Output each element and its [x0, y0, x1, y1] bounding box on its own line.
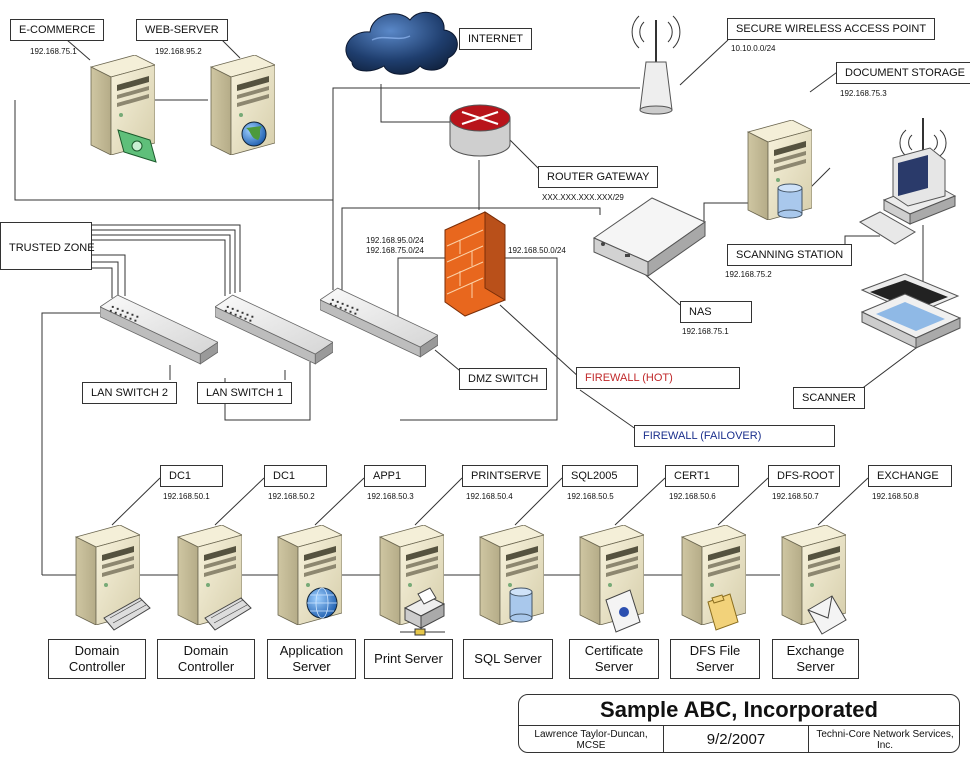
- internet-cloud-icon: [345, 11, 458, 75]
- router-ip: XXX.XXX.XXX.XXX/29: [542, 193, 624, 202]
- internet-label: INTERNET: [459, 28, 532, 50]
- keyboard-icon: [103, 597, 151, 631]
- dmz-net1-ip: 192.168.95.0/24: [366, 236, 424, 245]
- folder-icon: [707, 593, 739, 631]
- lan-switch-2-icon: [100, 294, 218, 365]
- firewall-icon: [444, 211, 506, 317]
- globe-icon: [306, 587, 338, 619]
- wap-ip: 10.10.0.0/24: [731, 44, 776, 53]
- ecommerce-label: E-COMMERCE: [10, 19, 105, 41]
- lan-net-ip: 192.168.50.0/24: [508, 246, 566, 255]
- date-cell: 9/2/2007: [664, 725, 809, 752]
- lan-switch-1-label: LAN SWITCH 1: [197, 382, 293, 404]
- server-5-name: SQL2005: [562, 465, 638, 487]
- server-5-ip: 192.168.50.5: [567, 492, 614, 501]
- globe-icon: [241, 121, 267, 147]
- database-icon: [777, 183, 803, 219]
- printer-icon: [400, 587, 446, 636]
- wap-label: SECURE WIRELESS ACCESS POINT: [727, 18, 936, 40]
- server-8-name: EXCHANGE: [868, 465, 952, 487]
- server-2-ip: 192.168.50.2: [268, 492, 315, 501]
- server-3-name: APP1: [364, 465, 426, 487]
- scanning-station-ip: 192.168.75.2: [725, 270, 772, 279]
- money-icon: [117, 129, 157, 163]
- server-2-name: DC1: [264, 465, 327, 487]
- webserver-ip: 192.168.95.2: [155, 47, 202, 56]
- keyboard-icon: [204, 597, 252, 631]
- lan-switch-2-label: LAN SWITCH 2: [82, 382, 178, 404]
- server-7-name: DFS-ROOT: [768, 465, 840, 487]
- server-8-ip: 192.168.50.8: [872, 492, 919, 501]
- nas-label: NAS: [680, 301, 752, 323]
- web-server-icon: [210, 55, 275, 155]
- server-7-ip: 192.168.50.7: [772, 492, 819, 501]
- firm-cell: Techni-Core Network Services, Inc.: [816, 728, 954, 751]
- docstorage-label: DOCUMENT STORAGE: [836, 62, 970, 84]
- scanner-icon: [860, 273, 962, 349]
- caption-print-server: Print Server: [364, 639, 453, 679]
- envelope-icon: [807, 595, 847, 635]
- dmz-net2-ip: 192.168.75.0/24: [366, 246, 424, 255]
- dmz-switch-label: DMZ SWITCH: [459, 368, 548, 390]
- server-4-ip: 192.168.50.4: [466, 492, 513, 501]
- wireless-access-point-icon: [631, 15, 681, 115]
- webserver-label: WEB-SERVER: [136, 19, 228, 41]
- nas-ip: 192.168.75.1: [682, 327, 729, 336]
- company-title: Sample ABC, Incorporated: [519, 695, 959, 726]
- scanning-station-label: SCANNING STATION: [727, 244, 853, 266]
- trusted-zone-label: TRUSTED ZONE: [0, 222, 95, 270]
- author-cell: Lawrence Taylor-Duncan, MCSE: [519, 725, 664, 752]
- server-1-name: DC1: [160, 465, 223, 487]
- lan-switch-1-icon: [215, 294, 333, 365]
- firewall-failover-label: FIREWALL (FAILOVER): [634, 425, 835, 447]
- nas-device-icon: [592, 197, 707, 277]
- certificate-icon: [605, 589, 641, 633]
- router-label: ROUTER GATEWAY: [538, 166, 659, 188]
- docstorage-ip: 192.168.75.3: [840, 89, 887, 98]
- server-3-ip: 192.168.50.3: [367, 492, 414, 501]
- ecommerce-ip: 192.168.75.1: [30, 47, 77, 56]
- title-block: Sample ABC, Incorporated Lawrence Taylor…: [518, 694, 960, 753]
- server-6-ip: 192.168.50.6: [669, 492, 716, 501]
- caption-sql-server: SQL Server: [463, 639, 553, 679]
- scanner-label: SCANNER: [793, 387, 865, 409]
- database-icon: [509, 587, 533, 623]
- server-4-name: PRINTSERVE: [462, 465, 548, 487]
- server-6-name: CERT1: [665, 465, 739, 487]
- dmz-switch-icon: [320, 287, 438, 358]
- router-icon: [449, 104, 511, 157]
- scanning-station-pc-icon: [858, 118, 957, 245]
- server-1-ip: 192.168.50.1: [163, 492, 210, 501]
- firewall-hot-label: FIREWALL (HOT): [576, 367, 740, 389]
